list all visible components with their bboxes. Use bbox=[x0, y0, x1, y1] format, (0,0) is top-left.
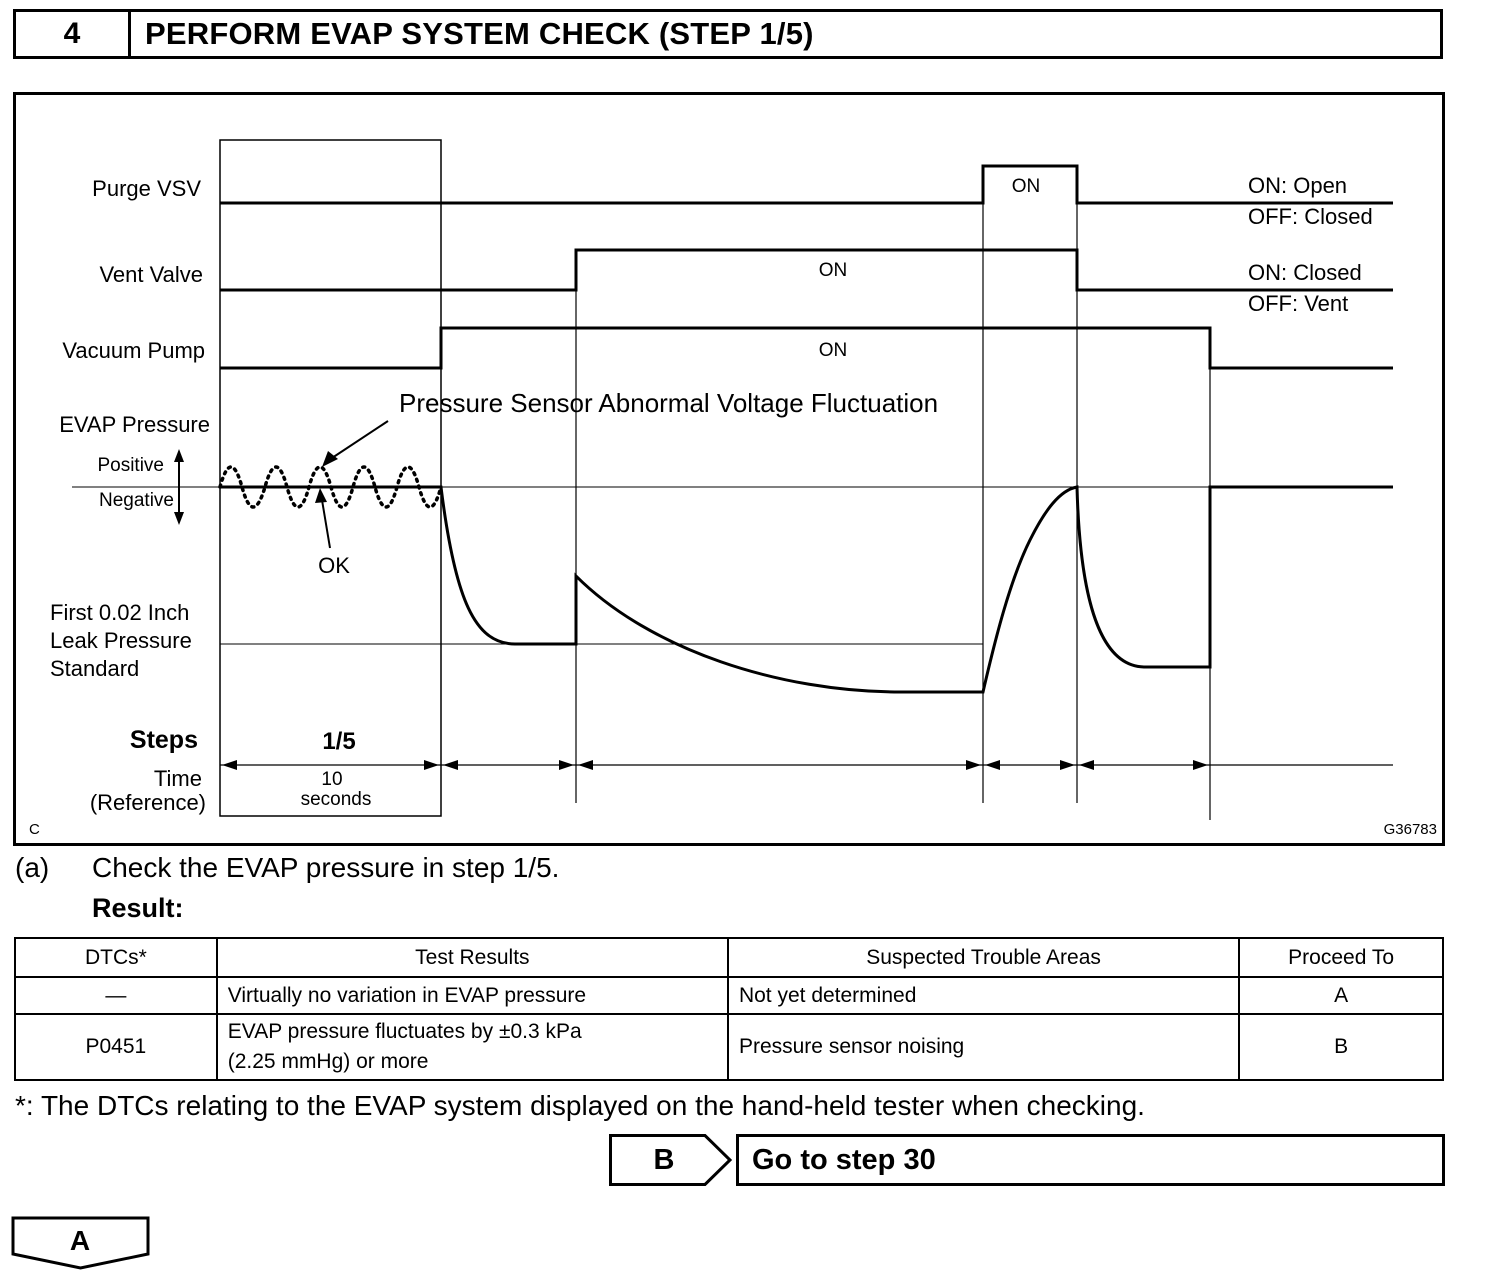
step-column-box bbox=[219, 139, 442, 817]
vacuum-pump-signal bbox=[220, 326, 1393, 370]
annotation-arrowhead bbox=[322, 451, 338, 467]
label-negative: Negative bbox=[99, 490, 174, 511]
timing-diagram: Purge VSV Vent Valve Vacuum Pump EVAP Pr… bbox=[13, 92, 1445, 846]
cell-proceed: A bbox=[1238, 976, 1444, 1015]
figure-id: G36783 bbox=[1384, 821, 1437, 838]
label-purge-vsv: Purge VSV bbox=[92, 176, 201, 201]
label-time-reference: (Reference) bbox=[90, 790, 206, 815]
table-row: P0451 EVAP pressure fluctuates by ±0.3 k… bbox=[14, 1013, 1444, 1081]
evap-pressure-curve bbox=[220, 485, 1393, 694]
branch-a-label[interactable]: A bbox=[69, 1225, 91, 1256]
footnote: *: The DTCs relating to the EVAP system … bbox=[15, 1090, 1145, 1121]
label-leak-standard-1: First 0.02 Inch bbox=[50, 600, 189, 625]
vent-valve-signal bbox=[220, 248, 1393, 292]
corner-mark-left: C bbox=[29, 821, 40, 838]
cell-dtc: P0451 bbox=[14, 1013, 218, 1081]
instruction-text: Check the EVAP pressure in step 1/5. bbox=[92, 852, 560, 883]
label-evap-pressure: EVAP Pressure bbox=[59, 412, 210, 437]
annotation-arrow-line bbox=[331, 420, 389, 459]
purge-vsv-signal bbox=[220, 164, 1393, 205]
cell-test-result: Virtually no variation in EVAP pressure bbox=[215, 976, 729, 1015]
cell-test-result: EVAP pressure fluctuates by ±0.3 kPa (2.… bbox=[215, 1013, 729, 1081]
goto-step-link[interactable]: Go to step 30 bbox=[736, 1134, 1445, 1186]
step-title: PERFORM EVAP SYSTEM CHECK (STEP 1/5) bbox=[145, 16, 814, 51]
table-row: — Virtually no variation in EVAP pressur… bbox=[14, 976, 1444, 1015]
vent-on-label: ON bbox=[819, 260, 848, 281]
label-vent-valve: Vent Valve bbox=[99, 262, 203, 287]
cell-proceed: B bbox=[1238, 1013, 1444, 1081]
cell-trouble-area: Pressure sensor noising bbox=[726, 1013, 1241, 1081]
legend-vent-on: ON: Closed bbox=[1248, 260, 1362, 285]
duration-value: 10 bbox=[321, 769, 342, 790]
label-leak-standard-2: Leak Pressure bbox=[50, 628, 192, 653]
duration-unit: seconds bbox=[301, 789, 372, 810]
ok-label: OK bbox=[318, 553, 350, 578]
step-number: 4 bbox=[16, 12, 131, 56]
branch-b-arrow-shape bbox=[609, 1134, 733, 1186]
cell-dtc: — bbox=[14, 976, 218, 1015]
time-arrowheads bbox=[222, 760, 1208, 770]
cell-test-result-line1: EVAP pressure fluctuates by ±0.3 kPa bbox=[227, 1020, 582, 1043]
result-label: Result: bbox=[92, 893, 184, 923]
table-header-row: DTCs* Test Results Suspected Trouble Are… bbox=[14, 937, 1444, 978]
annotation-abnormal-fluctuation: Pressure Sensor Abnormal Voltage Fluctua… bbox=[399, 388, 938, 418]
legend-vent-off: OFF: Vent bbox=[1248, 291, 1348, 316]
step-value: 1/5 bbox=[322, 728, 355, 755]
cell-trouble-area: Not yet determined bbox=[726, 976, 1241, 1015]
ok-arrow-line bbox=[321, 499, 331, 549]
label-leak-standard-3: Standard bbox=[50, 656, 139, 681]
instruction-letter: (a) bbox=[15, 852, 50, 883]
label-steps: Steps bbox=[130, 726, 198, 754]
timing-diagram-svg: Purge VSV Vent Valve Vacuum Pump EVAP Pr… bbox=[29, 139, 1437, 838]
purge-on-label: ON bbox=[1012, 176, 1041, 197]
ok-arrowhead bbox=[315, 488, 327, 503]
legend-purge-off: OFF: Closed bbox=[1248, 204, 1373, 229]
results-table: DTCs* Test Results Suspected Trouble Are… bbox=[14, 937, 1444, 1081]
abnormal-fluctuation-curve bbox=[218, 465, 443, 509]
label-positive: Positive bbox=[97, 455, 164, 476]
header-suspected-areas: Suspected Trouble Areas bbox=[726, 937, 1241, 978]
cell-test-result-line2: (2.25 mmHg) or more bbox=[227, 1050, 429, 1073]
branch-b-label[interactable]: B bbox=[653, 1143, 675, 1176]
legend-purge-on: ON: Open bbox=[1248, 173, 1347, 198]
label-time: Time bbox=[154, 766, 202, 791]
polarity-arrow-down bbox=[174, 512, 184, 525]
branch-a-arrow-shape bbox=[11, 1216, 150, 1270]
header-proceed-to: Proceed To bbox=[1238, 937, 1444, 978]
header-dtcs: DTCs* bbox=[14, 937, 218, 978]
step-header: 4 PERFORM EVAP SYSTEM CHECK (STEP 1/5) bbox=[13, 9, 1443, 59]
pump-on-label: ON bbox=[819, 340, 848, 361]
header-test-results: Test Results bbox=[215, 937, 729, 978]
label-vacuum-pump: Vacuum Pump bbox=[62, 338, 205, 363]
polarity-arrow-up bbox=[174, 449, 184, 462]
